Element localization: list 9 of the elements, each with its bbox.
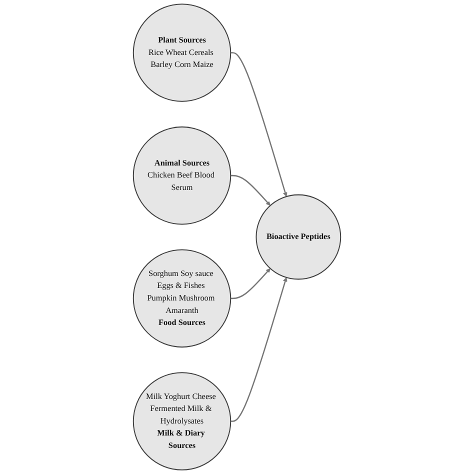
node-circle: Milk Yoghurt Cheese Fermented Milk & Hydrolysates Milk & Diary Sources: [132, 372, 232, 470]
arrow: [230, 174, 270, 206]
node-circle: Plant Sources Rice Wheat Cereals Barley Corn Maize: [132, 4, 232, 102]
arrow: [230, 52, 288, 197]
node-circle: Sorghum Soy sauce Eggs & Fishes Pumpkin Mushroom Amaranth Food Sources: [132, 249, 232, 348]
node-circle: Animal Sources Chicken Beef Blood Serum: [132, 126, 232, 225]
node-circle: Bioactive Peptides: [256, 194, 342, 280]
arrow: [230, 277, 288, 422]
arrow: [230, 268, 270, 300]
